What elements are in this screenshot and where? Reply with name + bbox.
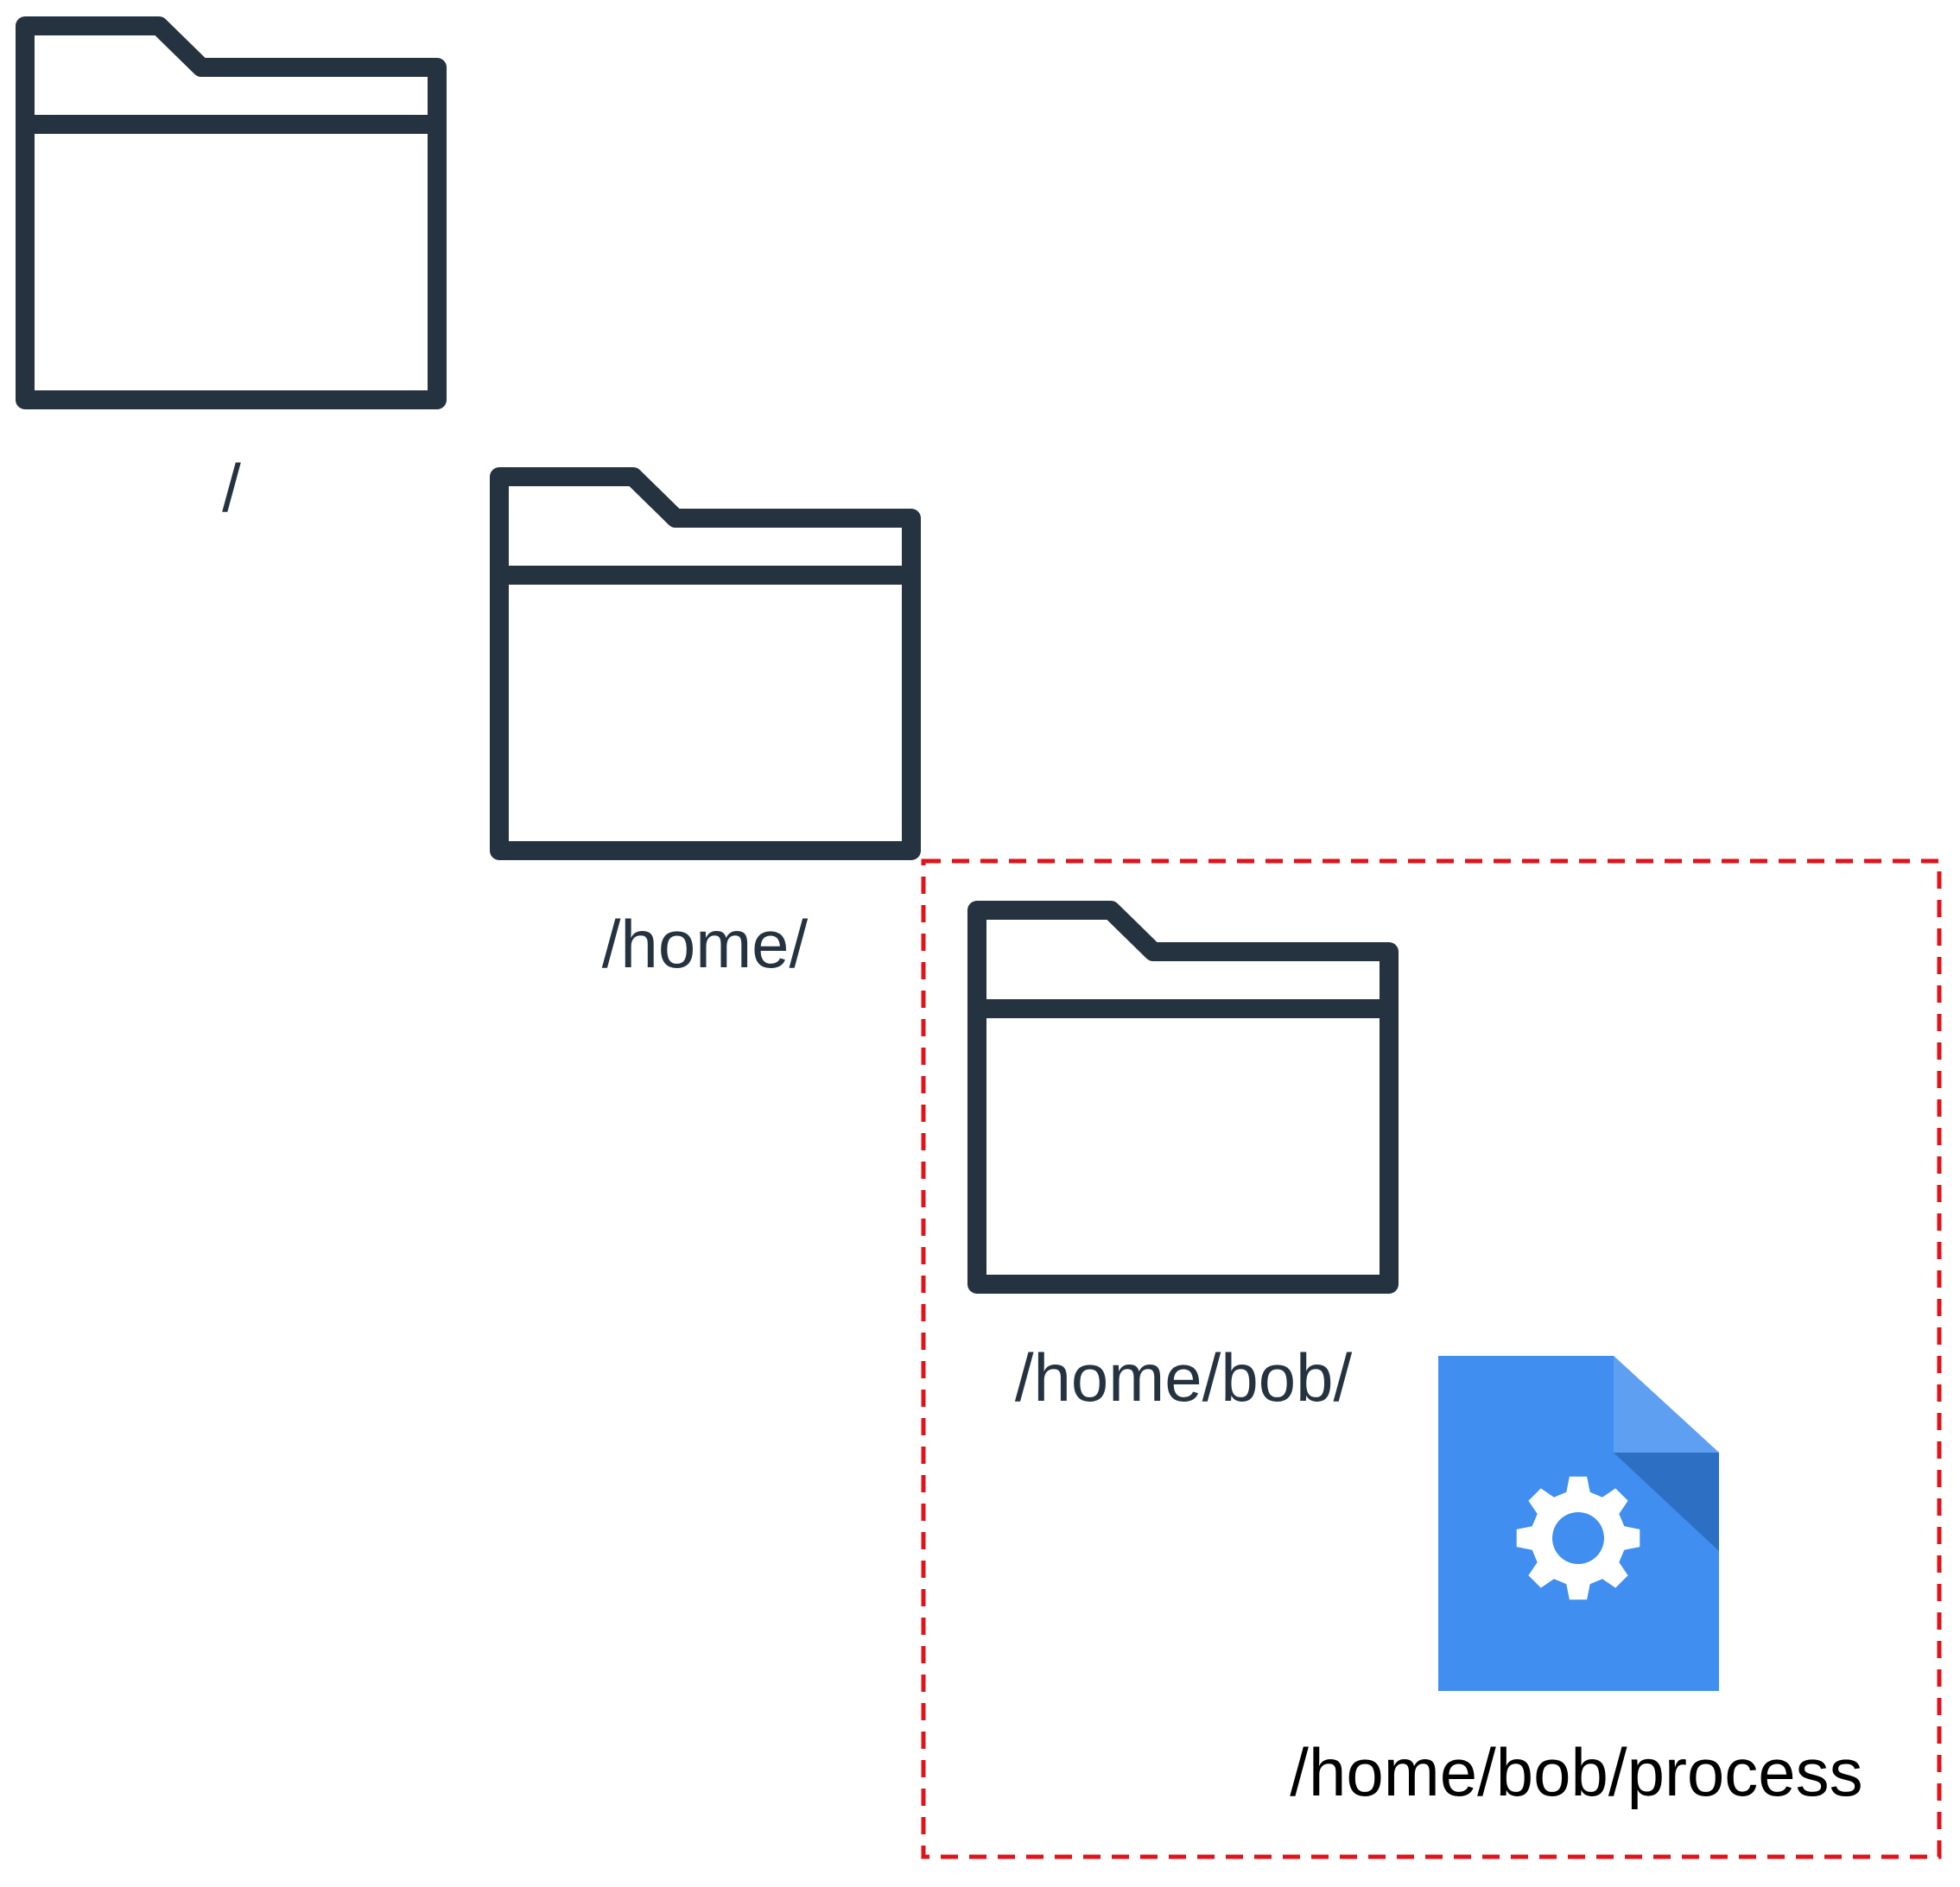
folder-icon — [490, 467, 921, 860]
gear-file-icon — [1438, 1356, 1719, 1691]
process-file[interactable]: /home/bob/process — [1290, 1356, 1863, 1810]
folder-label-home: /home/ — [602, 906, 809, 982]
highlight-box — [921, 858, 1942, 1859]
folder-root[interactable]: / — [16, 16, 447, 526]
folder-home-bob[interactable]: /home/bob/ — [967, 901, 1399, 1415]
folder-icon — [967, 901, 1399, 1294]
folder-icon — [16, 16, 447, 409]
folder-label-home-bob: /home/bob/ — [1015, 1339, 1353, 1415]
gear-icon — [1516, 1476, 1640, 1600]
file-label-process: /home/bob/process — [1290, 1734, 1862, 1810]
gear-hole — [1552, 1512, 1604, 1564]
folder-label-root: / — [222, 450, 241, 526]
folder-home[interactable]: /home/ — [490, 467, 921, 982]
